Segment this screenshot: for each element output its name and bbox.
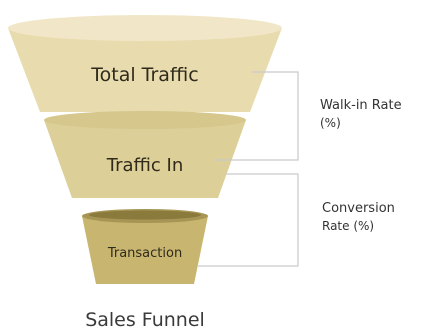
bracket-line-conversion [198,173,299,267]
funnel-stage-3-body [82,216,208,284]
rate-label-walk-in-line2: (%) [320,116,341,130]
funnel-stage-total-traffic: Total Traffic [8,15,282,112]
stage-label-total-traffic: Total Traffic [90,64,199,86]
rate-label-conversion-line2: Rate (%) [322,219,374,233]
rate-label-conversion-line1: Conversion [322,201,395,216]
funnel-stage-2-body [44,120,246,198]
bracket-conversion-rate: Conversion Rate (%) [198,173,395,267]
funnel-stage-1-body [8,28,282,112]
rate-label-walk-in-line1: Walk-in Rate [320,98,402,113]
funnel-title: Sales Funnel [85,309,205,331]
stage-label-traffic-in: Traffic In [106,155,184,176]
bracket-walk-in-rate: Walk-in Rate (%) [214,71,402,161]
funnel-stage-traffic-in: Traffic In [44,111,246,198]
bracket-line-walk-in [214,71,299,161]
funnel-stage-2-rim [44,111,246,129]
funnel-stage-3-rim-inner [89,210,201,220]
stage-label-transaction: Transaction [107,246,182,261]
funnel-stage-transaction: Transaction [82,209,208,284]
funnel-stage-1-rim [8,15,282,41]
